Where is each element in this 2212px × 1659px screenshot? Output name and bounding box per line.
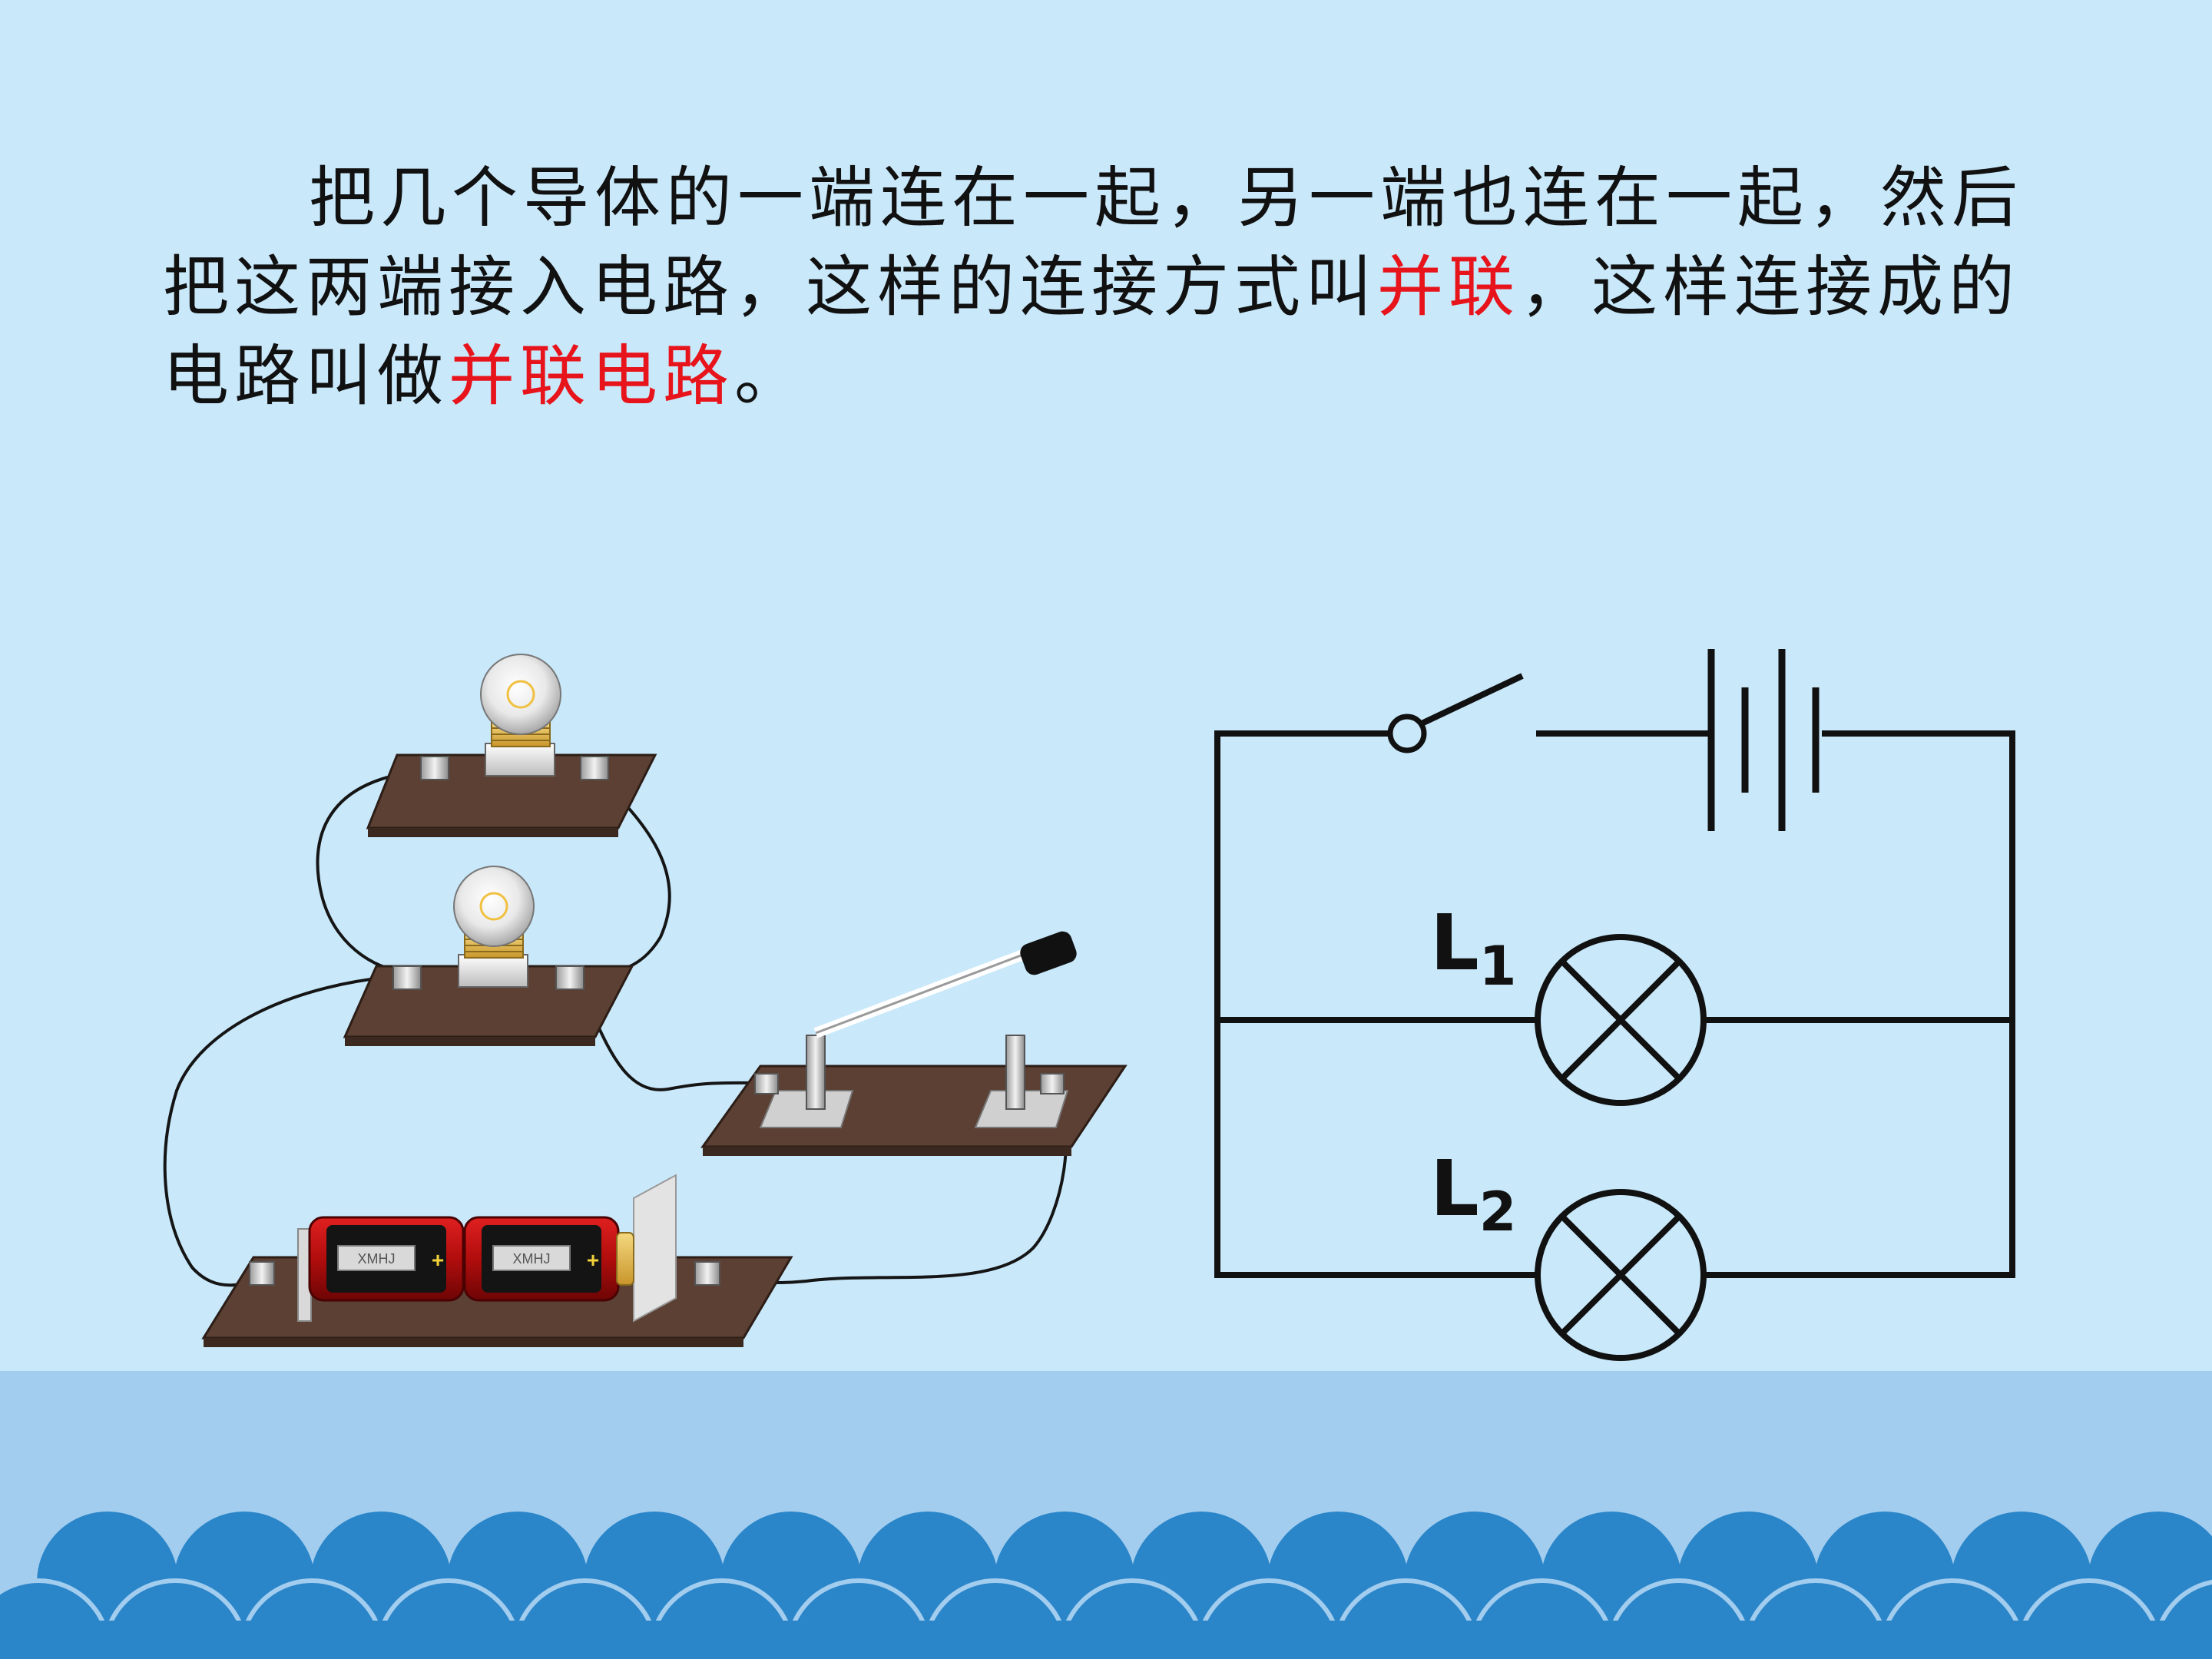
lamp-2-subscript: 2 <box>1479 1181 1517 1243</box>
lamp-1-label: L1 <box>1430 898 1516 998</box>
lamp-2-label: L2 <box>1430 1144 1516 1243</box>
switch-board <box>700 931 1128 1156</box>
paragraph-line-2: 把这两端接入电路，这样的连接方式叫并联，这样连接成的 <box>163 243 2083 332</box>
schematic-battery <box>1707 649 1820 831</box>
battery-cell-2: XMHJ + <box>463 1216 634 1302</box>
battery-2-label: XMHJ <box>513 1251 551 1267</box>
schematic-top-left-wire <box>1214 730 1536 1278</box>
lamp-board-2 <box>343 866 634 1046</box>
paragraph-line-2-text-b: ，这样连接成的 <box>1520 249 2020 326</box>
highlight-parallel-circuit: 并联电路 <box>449 338 734 415</box>
paragraph-line-2-text-a: 把这两端接入电路，这样的连接方式叫 <box>163 249 1377 326</box>
paragraph-line-1: 把几个导体的一端连在一起，另一端也连在一起，然后 <box>163 154 2083 243</box>
lamp-2-letter: L <box>1430 1144 1479 1233</box>
paragraph-line-3: 电路叫做并联电路。 <box>163 332 2083 421</box>
paragraph-line-1-text: 把几个导体的一端连在一起，另一端也连在一起，然后 <box>309 160 2023 237</box>
schematic-top-right-wire <box>1705 730 2015 1278</box>
footer-bottom-fill <box>0 1621 2212 1659</box>
battery-board: XMHJ + XMHJ + <box>201 1174 793 1347</box>
battery-1-label: XMHJ <box>358 1251 396 1267</box>
lamp-1-subscript: 1 <box>1479 935 1517 998</box>
schematic-lamp-2 <box>1535 1189 1707 1361</box>
lamp-1-letter: L <box>1430 898 1479 988</box>
wire-lamp1-left-to-lamp2-left <box>316 769 435 973</box>
highlight-parallel: 并联 <box>1377 249 1520 326</box>
schematic-switch <box>1387 673 1524 753</box>
battery-1-plus-icon: + <box>432 1248 444 1272</box>
definition-paragraph: 把几个导体的一端连在一起，另一端也连在一起，然后 把这两端接入电路，这样的连接方… <box>163 154 2083 421</box>
wire-lamp2-left-to-battery-left <box>163 974 408 1287</box>
battery-2-plus-icon: + <box>587 1248 599 1272</box>
battery-cell-1: XMHJ + <box>308 1216 465 1302</box>
paragraph-line-3-text-b: 。 <box>734 338 806 415</box>
schematic-lamp-1 <box>1535 934 1707 1106</box>
paragraph-line-3-text-a: 电路叫做 <box>163 338 449 415</box>
lamp-board-1 <box>366 654 657 837</box>
